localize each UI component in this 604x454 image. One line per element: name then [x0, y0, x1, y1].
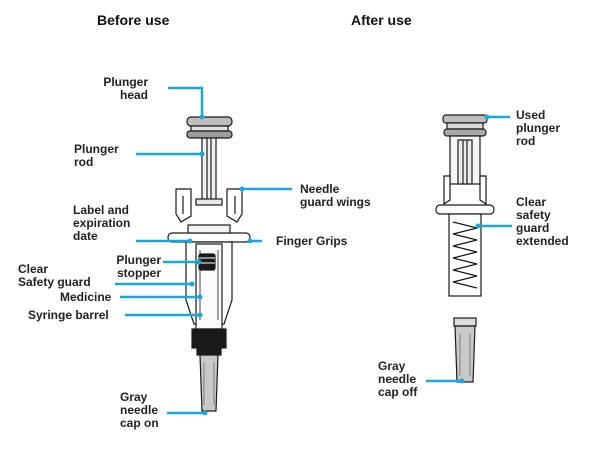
- after-leader-dots: [459, 114, 490, 384]
- plunger-stopper: [198, 253, 216, 271]
- after-leader-lines: [426, 115, 512, 383]
- used-plunger-rod: [443, 135, 487, 206]
- label-syringe-barrel: Syringe barrel: [28, 308, 109, 322]
- after-finger-grips: [435, 204, 495, 215]
- needle-hub: [191, 328, 227, 356]
- gray-needle-cap-off: [453, 317, 477, 383]
- used-plunger-head: [442, 114, 488, 137]
- plunger-head: [186, 116, 233, 139]
- label-finger-grips: Finger Grips: [276, 234, 348, 248]
- before-leader-dots: [187, 114, 253, 416]
- label-medicine: Medicine: [60, 290, 112, 304]
- after-syringe: [435, 114, 495, 383]
- needle-guard-wings: [175, 188, 243, 223]
- before-syringe: [167, 116, 251, 412]
- before-leader-lines: [115, 86, 292, 415]
- gray-needle-cap: [199, 354, 219, 412]
- plunger-rod: [195, 137, 223, 206]
- after-use-heading: After use: [351, 12, 412, 28]
- finger-grips: [167, 224, 251, 243]
- extended-safety-guard: [448, 213, 482, 297]
- before-use-heading: Before use: [97, 12, 170, 28]
